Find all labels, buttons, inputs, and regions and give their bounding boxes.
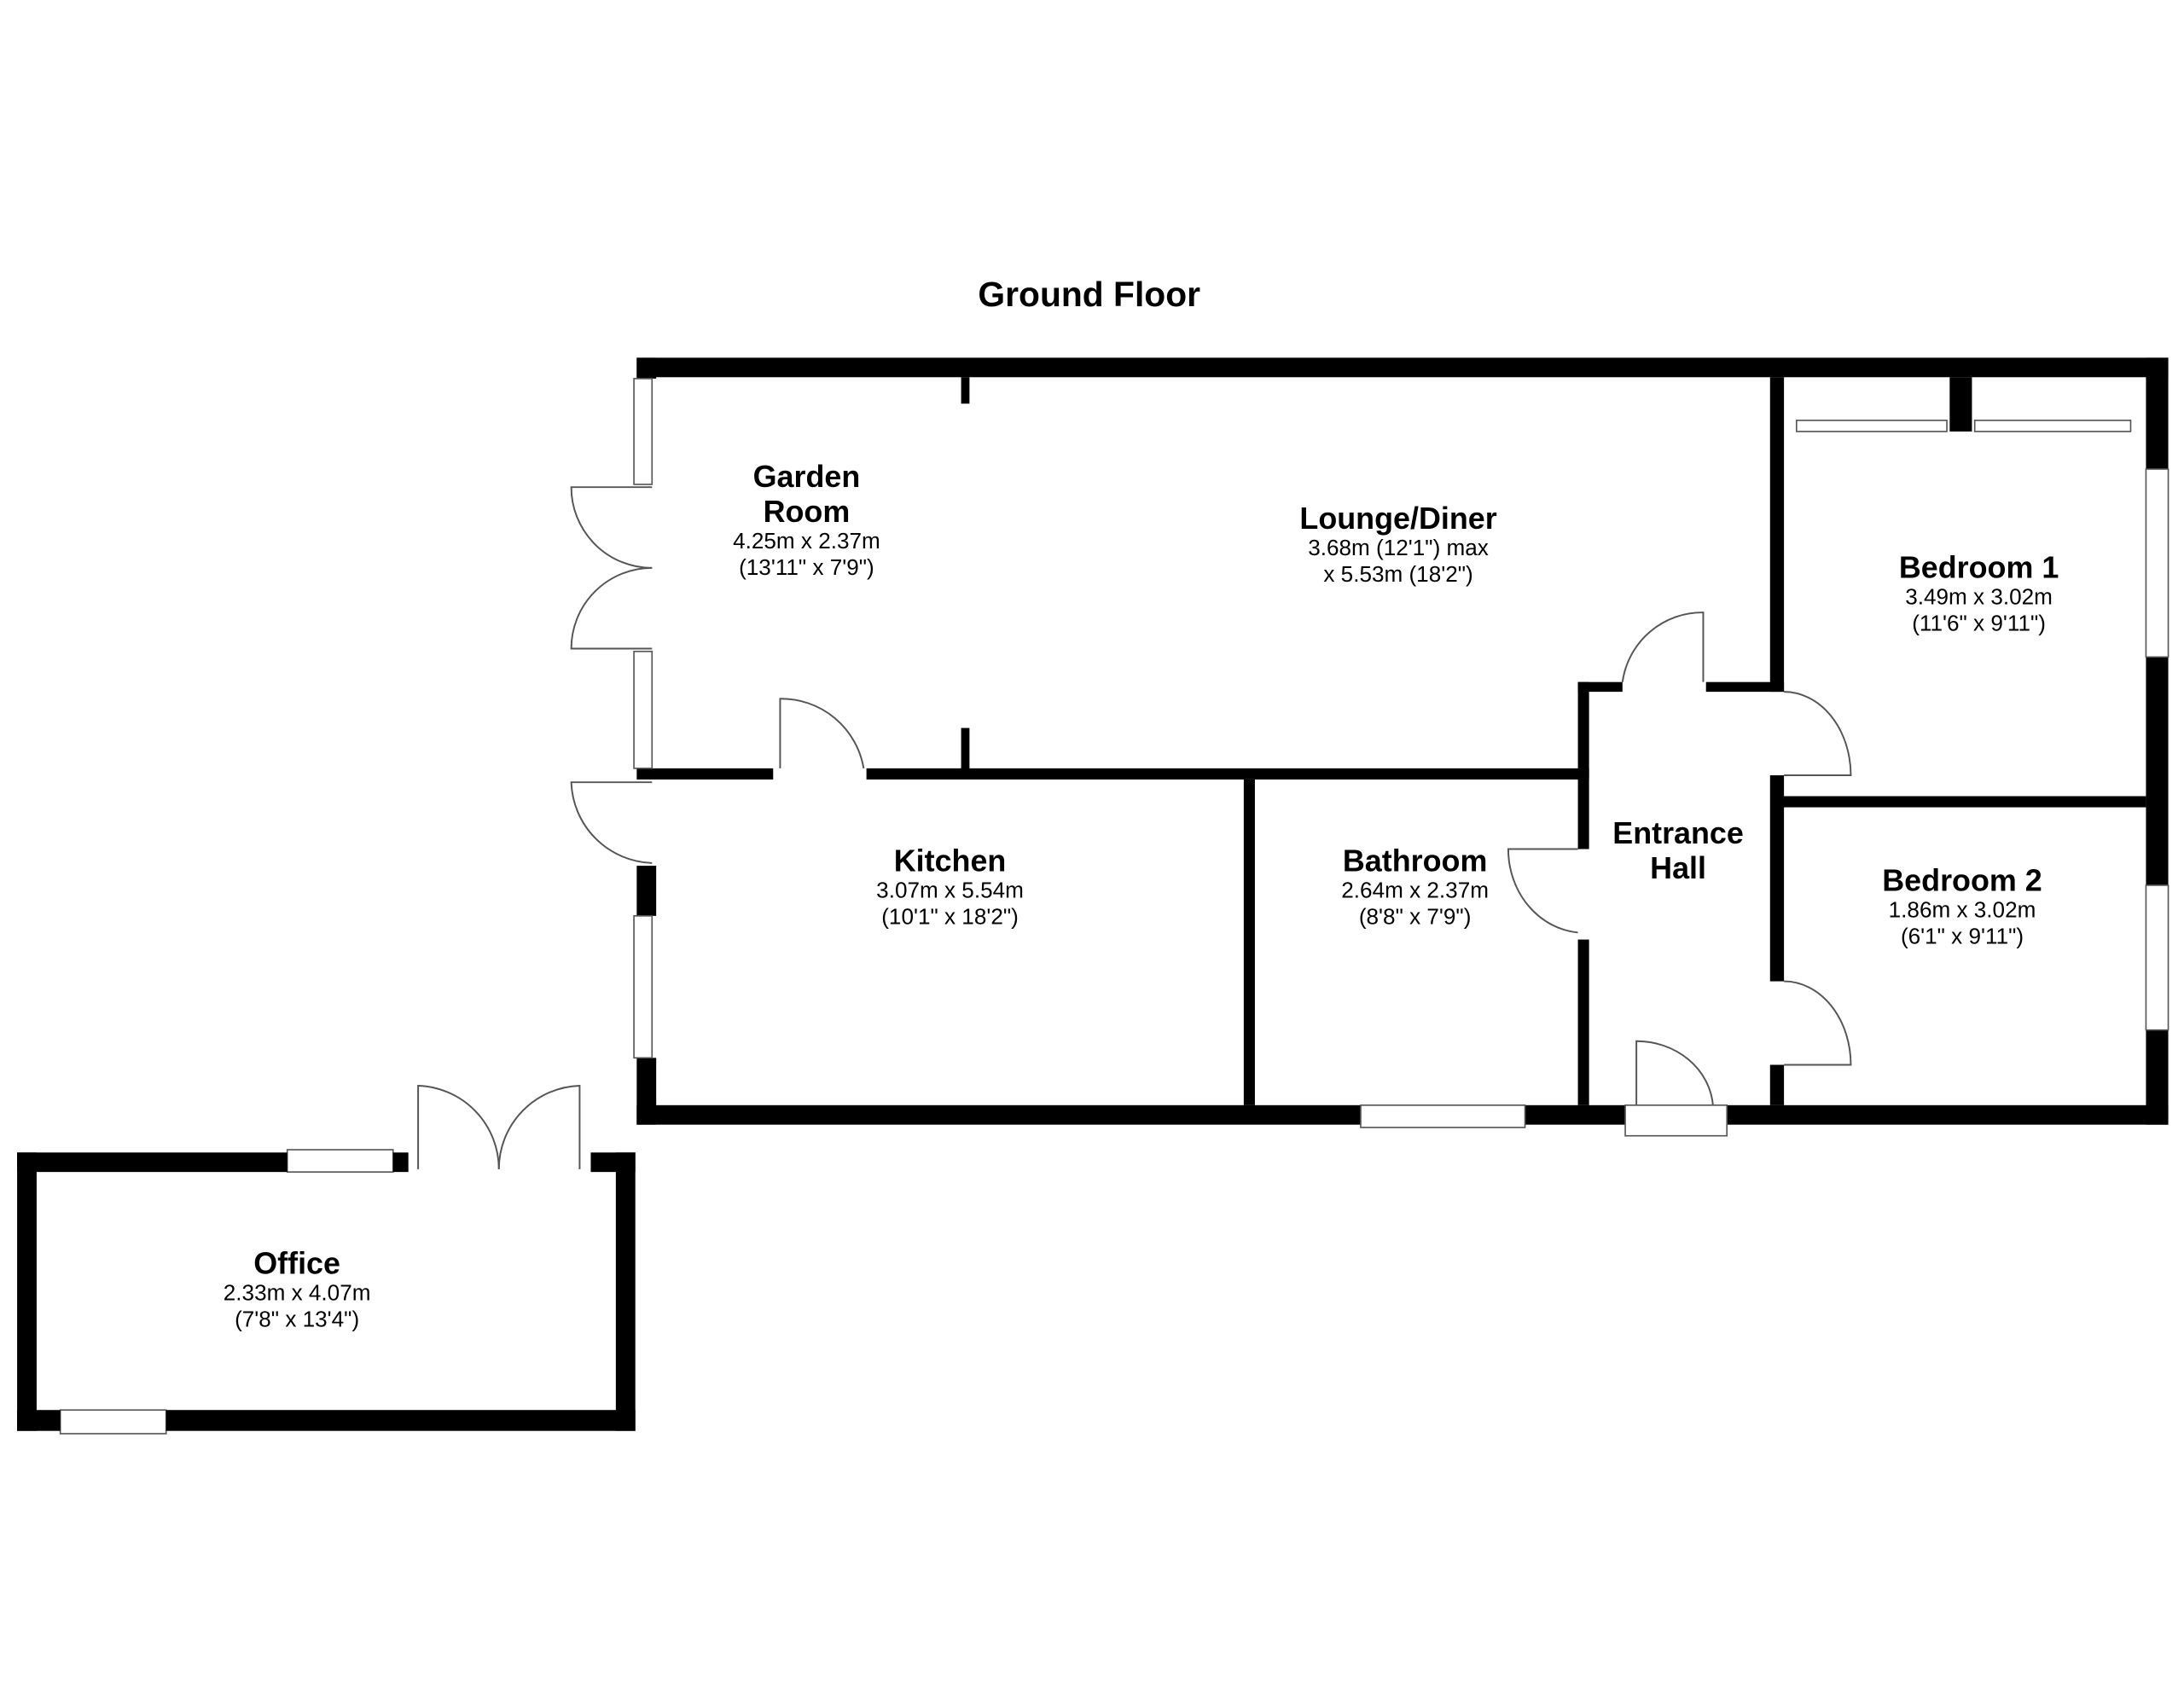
room-dimensions: (6'1" x 9'11") xyxy=(1901,924,2024,949)
office-walls xyxy=(17,1084,636,1431)
room-lounge-diner: Lounge/Diner 3.68m (12'1") max x 5.53m (… xyxy=(1299,501,1496,587)
room-name: Lounge/Diner xyxy=(1299,501,1496,536)
room-name: Bathroom xyxy=(1343,844,1487,878)
door-swings xyxy=(570,486,1852,1137)
room-kitchen: Kitchen 3.07m x 5.54m (10'1" x 18'2") xyxy=(876,844,1024,930)
room-bedroom-2: Bedroom 2 1.86m x 3.02m (6'1" x 9'11") xyxy=(1882,863,2042,948)
room-dimensions: 2.33m x 4.07m xyxy=(224,1279,371,1305)
room-name: Entrance xyxy=(1612,816,1744,850)
room-dimensions: (8'8" x 7'9") xyxy=(1359,904,1472,930)
room-name: Bedroom 1 xyxy=(1899,550,2059,584)
room-dimensions: (7'8" x 13'4") xyxy=(235,1306,359,1331)
room-name: Room xyxy=(764,495,851,529)
room-office: Office 2.33m x 4.07m (7'8" x 13'4") xyxy=(224,1246,371,1331)
room-bedroom-1: Bedroom 1 3.49m x 3.02m (11'6" x 9'11") xyxy=(1899,550,2059,635)
room-bathroom: Bathroom 2.64m x 2.37m (8'8" x 7'9") xyxy=(1341,844,1489,930)
room-dimensions: 4.25m x 2.37m xyxy=(733,528,880,554)
room-dimensions: 3.07m x 5.54m xyxy=(876,878,1024,903)
room-name: Office xyxy=(253,1246,340,1280)
room-dimensions: (13'11" x 7'9") xyxy=(739,554,874,580)
floor-title: Ground Floor xyxy=(978,275,1200,314)
room-name: Bedroom 2 xyxy=(1882,863,2042,897)
room-name: Garden xyxy=(753,460,861,494)
room-name: Hall xyxy=(1650,851,1706,885)
room-dimensions: (11'6" x 9'11") xyxy=(1912,610,2046,635)
room-garden-room: Garden Room 4.25m x 2.37m (13'11" x 7'9"… xyxy=(733,460,880,580)
windows xyxy=(59,378,2169,1435)
room-entrance-hall: Entrance Hall xyxy=(1612,816,1744,885)
room-dimensions: (10'1" x 18'2") xyxy=(881,904,1019,930)
room-dimensions: 3.68m (12'1") max xyxy=(1308,535,1489,560)
room-name: Kitchen xyxy=(894,844,1007,878)
room-dimensions: 1.86m x 3.02m xyxy=(1889,896,2036,922)
room-dimensions: 2.64m x 2.37m xyxy=(1341,878,1489,903)
main-walls xyxy=(636,357,2169,1125)
room-dimensions: x 5.53m (18'2") xyxy=(1323,561,1472,587)
room-dimensions: 3.49m x 3.02m xyxy=(1905,583,2053,609)
